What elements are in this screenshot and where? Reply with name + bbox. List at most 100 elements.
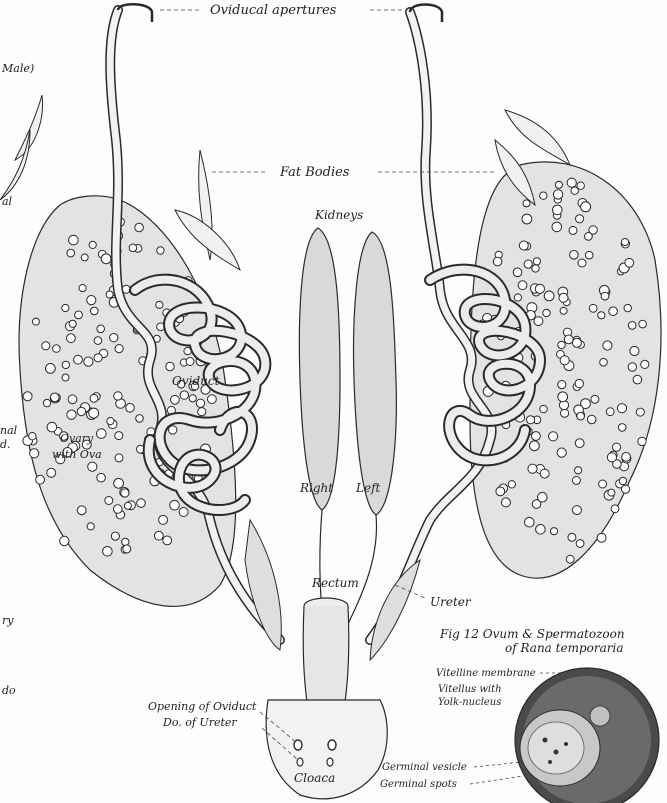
ovum-germinal-spot-1 [543, 738, 548, 743]
ovum-egg [159, 515, 168, 524]
ovum-egg [549, 432, 558, 441]
label-opening-ureter: Do. of Ureter [162, 716, 237, 729]
ovum-egg [532, 500, 541, 509]
ovum-egg [621, 239, 628, 246]
ovum-egg [196, 399, 204, 407]
ovum-egg [591, 395, 599, 403]
ovum-egg [636, 408, 644, 416]
ovum-egg [523, 200, 530, 207]
ovum-egg [558, 381, 566, 389]
ovum-egg [166, 362, 174, 370]
ovum-egg [603, 341, 612, 350]
ovum-egg [557, 448, 566, 457]
ovum-egg [543, 309, 550, 316]
ovum-germinal-spot-4 [548, 760, 552, 764]
ovum-egg [171, 395, 180, 404]
ovum-egg [528, 464, 537, 473]
ovum-egg [532, 432, 541, 441]
label-cloaca: Cloaca [294, 771, 335, 785]
ovum-egg [575, 439, 584, 448]
ovum-egg [638, 437, 646, 445]
figure-title-line-1: Fig 12 Ovum & Spermatozoon [439, 627, 625, 641]
ovum-egg [575, 379, 583, 387]
cloaca-opening-3 [297, 758, 303, 766]
ovum-egg [79, 285, 86, 292]
ovum-egg [536, 525, 546, 535]
ovum-egg [619, 477, 626, 484]
ovum-egg [156, 301, 163, 308]
ovum-egg [62, 374, 69, 381]
ovum-egg [597, 533, 606, 542]
ovum-egg [89, 408, 99, 418]
ovum-germinal-spot-3 [564, 742, 568, 746]
ovum-egg [555, 181, 562, 188]
ovum-egg [553, 190, 562, 199]
ovum-egg [77, 407, 85, 415]
ovum-egg [578, 259, 586, 267]
label-edge-d: d. [0, 438, 11, 451]
ovum-egg [47, 422, 57, 432]
kidney-right [299, 228, 340, 510]
label-right-kidney: Right [299, 481, 333, 495]
ovum-egg [135, 223, 144, 232]
label-edge-do: do [2, 684, 16, 697]
ovum-egg [553, 205, 563, 215]
ovum-egg [87, 296, 96, 305]
ovum-egg [42, 342, 50, 350]
ovum-egg [81, 254, 88, 261]
ovum-egg [105, 497, 113, 505]
ovum-egg [51, 393, 60, 402]
ovum-egg [101, 254, 111, 264]
ovum-egg [189, 395, 196, 402]
label-vitellus-2: Yolk-nucleus [438, 697, 501, 708]
ovum-yolk-nucleus [590, 706, 610, 726]
ovum-inner-vesicle [528, 722, 584, 774]
label-edge-al: al [2, 195, 13, 208]
ovum-egg [36, 475, 45, 484]
ovum-egg [46, 364, 56, 374]
ovum-egg [570, 251, 579, 260]
ovum-egg [186, 358, 194, 366]
ovum-egg [62, 304, 69, 311]
ovum-egg [32, 318, 39, 325]
ovum-egg [618, 424, 626, 432]
ovum-egg [606, 408, 614, 416]
ovum-egg [587, 415, 596, 424]
ovum-egg [103, 547, 113, 557]
ovum-egg [180, 391, 188, 399]
ovum-egg [62, 361, 69, 368]
ovum-egg [179, 508, 188, 517]
ovum-egg [97, 473, 106, 482]
ovum-egg [630, 346, 639, 355]
ovum-egg [628, 363, 636, 371]
ovum-egg [114, 478, 124, 488]
label-oviduct: Oviduct [172, 374, 220, 388]
ovum-egg [67, 334, 76, 343]
label-germinal-spots: Germinal spots [380, 779, 457, 790]
label-germinal-vesicle: Germinal vesicle [382, 762, 467, 773]
ovum-egg [585, 251, 593, 259]
ovum-egg [77, 506, 86, 515]
ovum-egg [84, 357, 93, 366]
ovum-egg [552, 222, 562, 232]
ovum-figure [515, 668, 659, 803]
ovum-egg [508, 481, 515, 488]
ovum-egg [154, 531, 163, 540]
ovum-egg [622, 485, 630, 493]
ovum-egg [110, 334, 118, 342]
ovum-egg [163, 536, 172, 545]
ovum-egg [540, 469, 549, 478]
ovum-egg [608, 489, 615, 496]
label-edge-nal: nal [0, 424, 18, 437]
label-oviducal-apertures: Oviducal apertures [210, 3, 337, 18]
ovum-egg [533, 258, 540, 265]
label-fat-bodies: Fat Bodies [279, 165, 350, 180]
ovum-egg [75, 311, 83, 319]
ovum-egg [67, 249, 75, 257]
ovum-egg [53, 345, 61, 353]
ovum-egg [519, 241, 528, 250]
ovum-egg [136, 415, 144, 423]
label-ovary: Ovary [60, 432, 94, 445]
ovum-egg [157, 247, 164, 254]
